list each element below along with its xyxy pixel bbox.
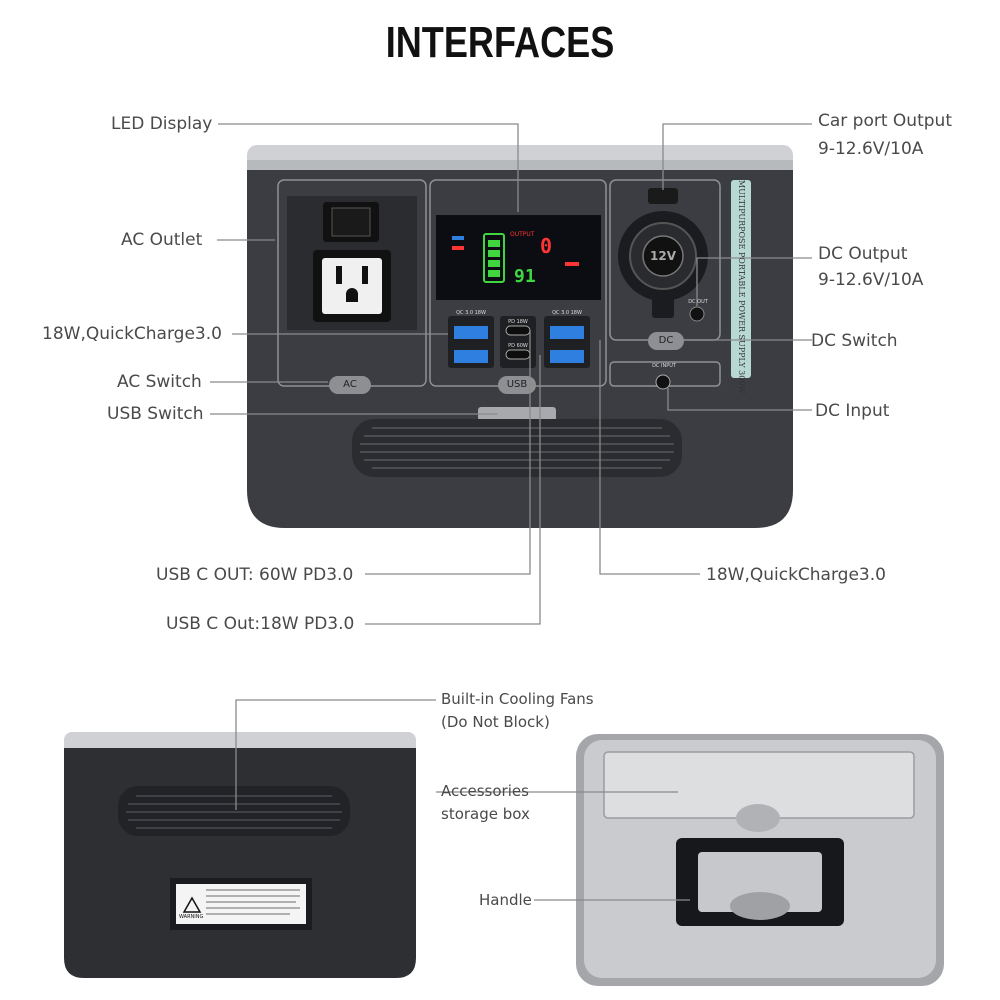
side-label-text: MULTIPURPOSE PORTABLE POWER SUPPLY 300W <box>737 180 746 394</box>
page-title: INTERFACES <box>385 18 615 67</box>
label-usbc-60w: USB C OUT: 60W PD3.0 <box>156 565 354 585</box>
back-unit <box>64 732 416 978</box>
display-output-label: OUTPUT <box>510 231 535 238</box>
label-dc-output-spec: 9-12.6V/10A <box>818 270 924 290</box>
top-unit <box>576 734 944 986</box>
label-car-port-spec: 9-12.6V/10A <box>818 139 924 159</box>
label-usb-switch: USB Switch <box>107 404 204 424</box>
ac-button-label: AC <box>343 379 357 390</box>
label-dc-output: DC Output <box>818 244 908 264</box>
label-car-port-output: Car port Output <box>818 111 952 131</box>
dc-input-label: DC INPUT <box>652 363 676 369</box>
label-dc-switch: DC Switch <box>811 331 898 351</box>
car-socket-label: 12V <box>650 249 676 263</box>
label-led-display: LED Display <box>111 114 213 134</box>
label-accessories: Accessories <box>441 782 529 800</box>
display-input-value: 91 <box>514 266 536 287</box>
label-ac-switch: AC Switch <box>117 372 202 392</box>
qc-port-label-left: QC 3.0 18W <box>456 310 486 316</box>
label-usbc-18w: USB C Out:18W PD3.0 <box>166 614 355 634</box>
label-do-not-block: (Do Not Block) <box>441 713 550 731</box>
label-ac-outlet: AC Outlet <box>121 230 203 250</box>
usb-button-label: USB <box>506 379 528 390</box>
dc-button-label: DC <box>658 335 674 346</box>
warning-label: WARNING <box>179 914 204 920</box>
label-cooling-fans: Built-in Cooling Fans <box>441 690 594 708</box>
pd60-label: PD 60W <box>508 343 528 349</box>
dc-out-label: DC OUT <box>688 299 708 305</box>
qc-port-label-right: QC 3.0 18W <box>552 310 582 316</box>
front-unit <box>247 145 793 528</box>
label-storage-box: storage box <box>441 805 530 823</box>
display-output-value: 0 <box>540 234 553 258</box>
pd18-label: PD 18W <box>508 319 528 325</box>
label-quickcharge-left: 18W,QuickCharge3.0 <box>42 324 222 344</box>
label-handle: Handle <box>479 891 532 909</box>
label-quickcharge-right: 18W,QuickCharge3.0 <box>706 565 886 585</box>
label-dc-input: DC Input <box>815 401 890 421</box>
